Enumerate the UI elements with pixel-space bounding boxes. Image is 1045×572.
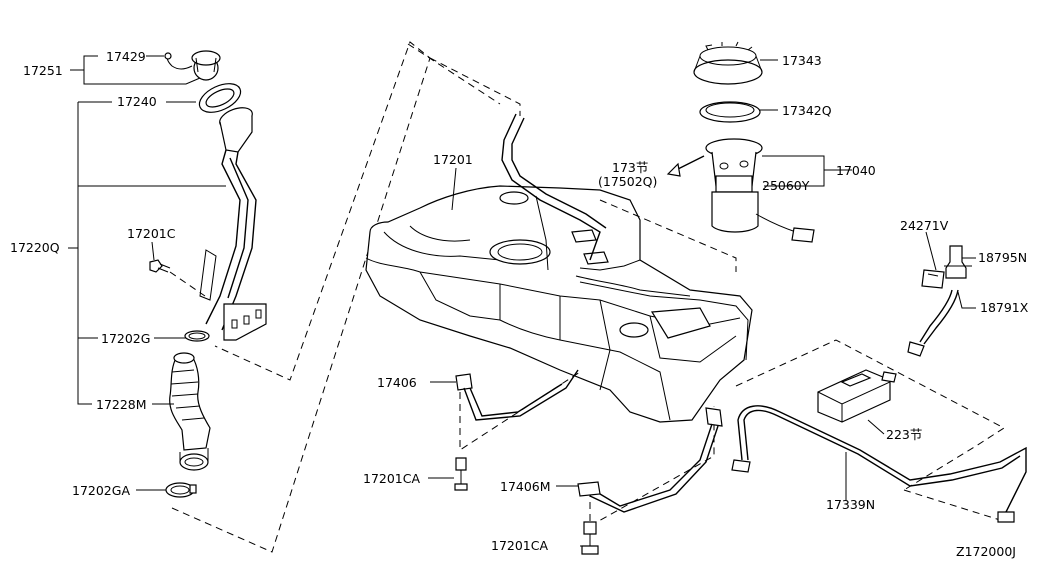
vent-valve-24271v[interactable] bbox=[921, 269, 945, 289]
lock-ring-17343[interactable] bbox=[693, 41, 763, 85]
label-24271v: 24271V bbox=[900, 218, 949, 233]
filler-hose[interactable] bbox=[169, 352, 211, 471]
gasket-17342q[interactable] bbox=[699, 101, 761, 123]
vapor-tube-17339n[interactable] bbox=[731, 405, 1027, 523]
label-17339n: 17339N bbox=[826, 497, 875, 512]
label-18795n: 18795N bbox=[978, 250, 1027, 265]
bolt-17201ca-lower[interactable] bbox=[581, 521, 599, 555]
figure-id: Z172000J bbox=[956, 544, 1016, 559]
label-17228m: 17228M bbox=[96, 397, 147, 412]
filler-tube[interactable] bbox=[199, 104, 267, 341]
bolt-17201ca-upper[interactable] bbox=[454, 457, 468, 491]
label-17502q: (17502Q) bbox=[598, 174, 657, 189]
label-17406m: 17406M bbox=[500, 479, 551, 494]
filler-neck-assembly bbox=[149, 41, 431, 553]
label-17240: 17240 bbox=[117, 94, 157, 109]
label-17202ga: 17202GA bbox=[72, 483, 130, 498]
vent-hose-18791x[interactable] bbox=[907, 289, 959, 357]
label-17201: 17201 bbox=[433, 152, 473, 167]
tank-strap-17406m[interactable] bbox=[577, 407, 723, 513]
tank-strap-17406[interactable] bbox=[455, 369, 579, 421]
label-17201ca-upper: 17201CA bbox=[363, 471, 420, 486]
clamp-17202ga[interactable] bbox=[165, 482, 197, 498]
label-25060y: 25060Y bbox=[762, 178, 810, 193]
callout-labels: 17429 17251 17240 17220Q 17201C 17202G 1… bbox=[10, 49, 1029, 559]
label-17202g: 17202G bbox=[101, 331, 150, 346]
label-17406: 17406 bbox=[377, 375, 417, 390]
label-17201c: 17201C bbox=[127, 226, 176, 241]
label-17251: 17251 bbox=[23, 63, 63, 78]
bolt-17201c[interactable] bbox=[149, 259, 206, 297]
fuel-pump-assembly-17040[interactable] bbox=[666, 138, 815, 243]
label-173-section: 173节 bbox=[612, 160, 648, 175]
fuel-tank[interactable] bbox=[365, 43, 1005, 527]
clamp-17202g[interactable] bbox=[184, 330, 210, 342]
label-18791x: 18791X bbox=[980, 300, 1029, 315]
label-17201ca-lower: 17201CA bbox=[491, 538, 548, 553]
leader-lines bbox=[68, 55, 976, 547]
label-223-section: 223节 bbox=[886, 427, 922, 442]
label-17429: 17429 bbox=[106, 49, 146, 64]
label-17220q: 17220Q bbox=[10, 240, 60, 255]
label-17343: 17343 bbox=[782, 53, 822, 68]
canister-223[interactable] bbox=[817, 369, 897, 423]
label-17342q: 17342Q bbox=[782, 103, 832, 118]
connector-18795n[interactable] bbox=[944, 245, 972, 279]
label-17040: 17040 bbox=[836, 163, 876, 178]
fuel-cap[interactable] bbox=[164, 50, 221, 81]
filler-ring[interactable] bbox=[195, 78, 245, 118]
